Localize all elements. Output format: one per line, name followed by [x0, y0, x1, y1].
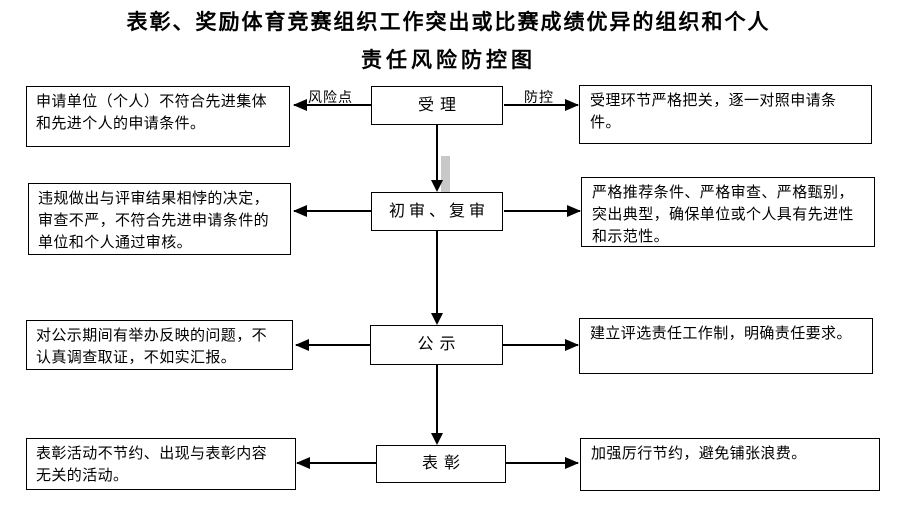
risk-arrow-left-icon	[293, 99, 371, 111]
control-arrow-right-icon	[506, 457, 579, 469]
flow-arrow-down-2-icon	[431, 231, 443, 325]
page-title: 表彰、奖励体育竞赛组织工作突出或比赛成绩优异的组织和个人	[126, 11, 771, 34]
stage-box-biaozhang: 表彰	[376, 445, 506, 483]
control-arrow-right-icon	[504, 99, 579, 111]
stage-box-shouli: 受理	[371, 86, 503, 125]
stage-box-gongshi: 公示	[370, 325, 503, 365]
gray-shadow-artifact	[441, 156, 450, 194]
risk-arrow-left-icon	[296, 457, 376, 469]
risk-box-4: 表彰活动不节约、出现与表彰内容无关的活动。	[26, 438, 296, 490]
stage-box-chushen-fushen: 初审、复审	[371, 192, 503, 231]
flow-arrow-down-3-icon	[431, 365, 443, 445]
control-box-1: 受理环节严格把关，逐一对照申请条件。	[579, 85, 872, 144]
control-arrow-right-icon	[504, 205, 581, 217]
risk-box-3: 对公示期间有举办反映的问题，不认真调查取证，不如实汇报。	[26, 320, 293, 370]
risk-point-label: 风险点	[308, 91, 353, 106]
control-box-3: 建立评选责任工作制，明确责任要求。	[579, 318, 873, 374]
risk-box-2: 违规做出与评审结果相悖的决定，审查不严，不符合先进申请条件的单位和个人通过审核。	[28, 183, 291, 255]
control-box-2: 严格推荐条件、严格审查、严格甄别，突出典型，确保单位或个人具有先进性和示范性。	[581, 177, 875, 247]
risk-arrow-left-icon	[293, 205, 371, 217]
risk-box-1: 申请单位（个人）不符合先进集体和先进个人的申请条件。	[26, 86, 290, 147]
control-box-4: 加强厉行节约，避免铺张浪费。	[580, 438, 880, 491]
control-label: 防控	[524, 91, 554, 106]
page-subtitle: 责任风险防控图	[361, 49, 536, 72]
risk-arrow-left-icon	[295, 339, 370, 351]
flow-arrow-down-1-icon	[431, 125, 443, 192]
control-arrow-right-icon	[503, 339, 579, 351]
